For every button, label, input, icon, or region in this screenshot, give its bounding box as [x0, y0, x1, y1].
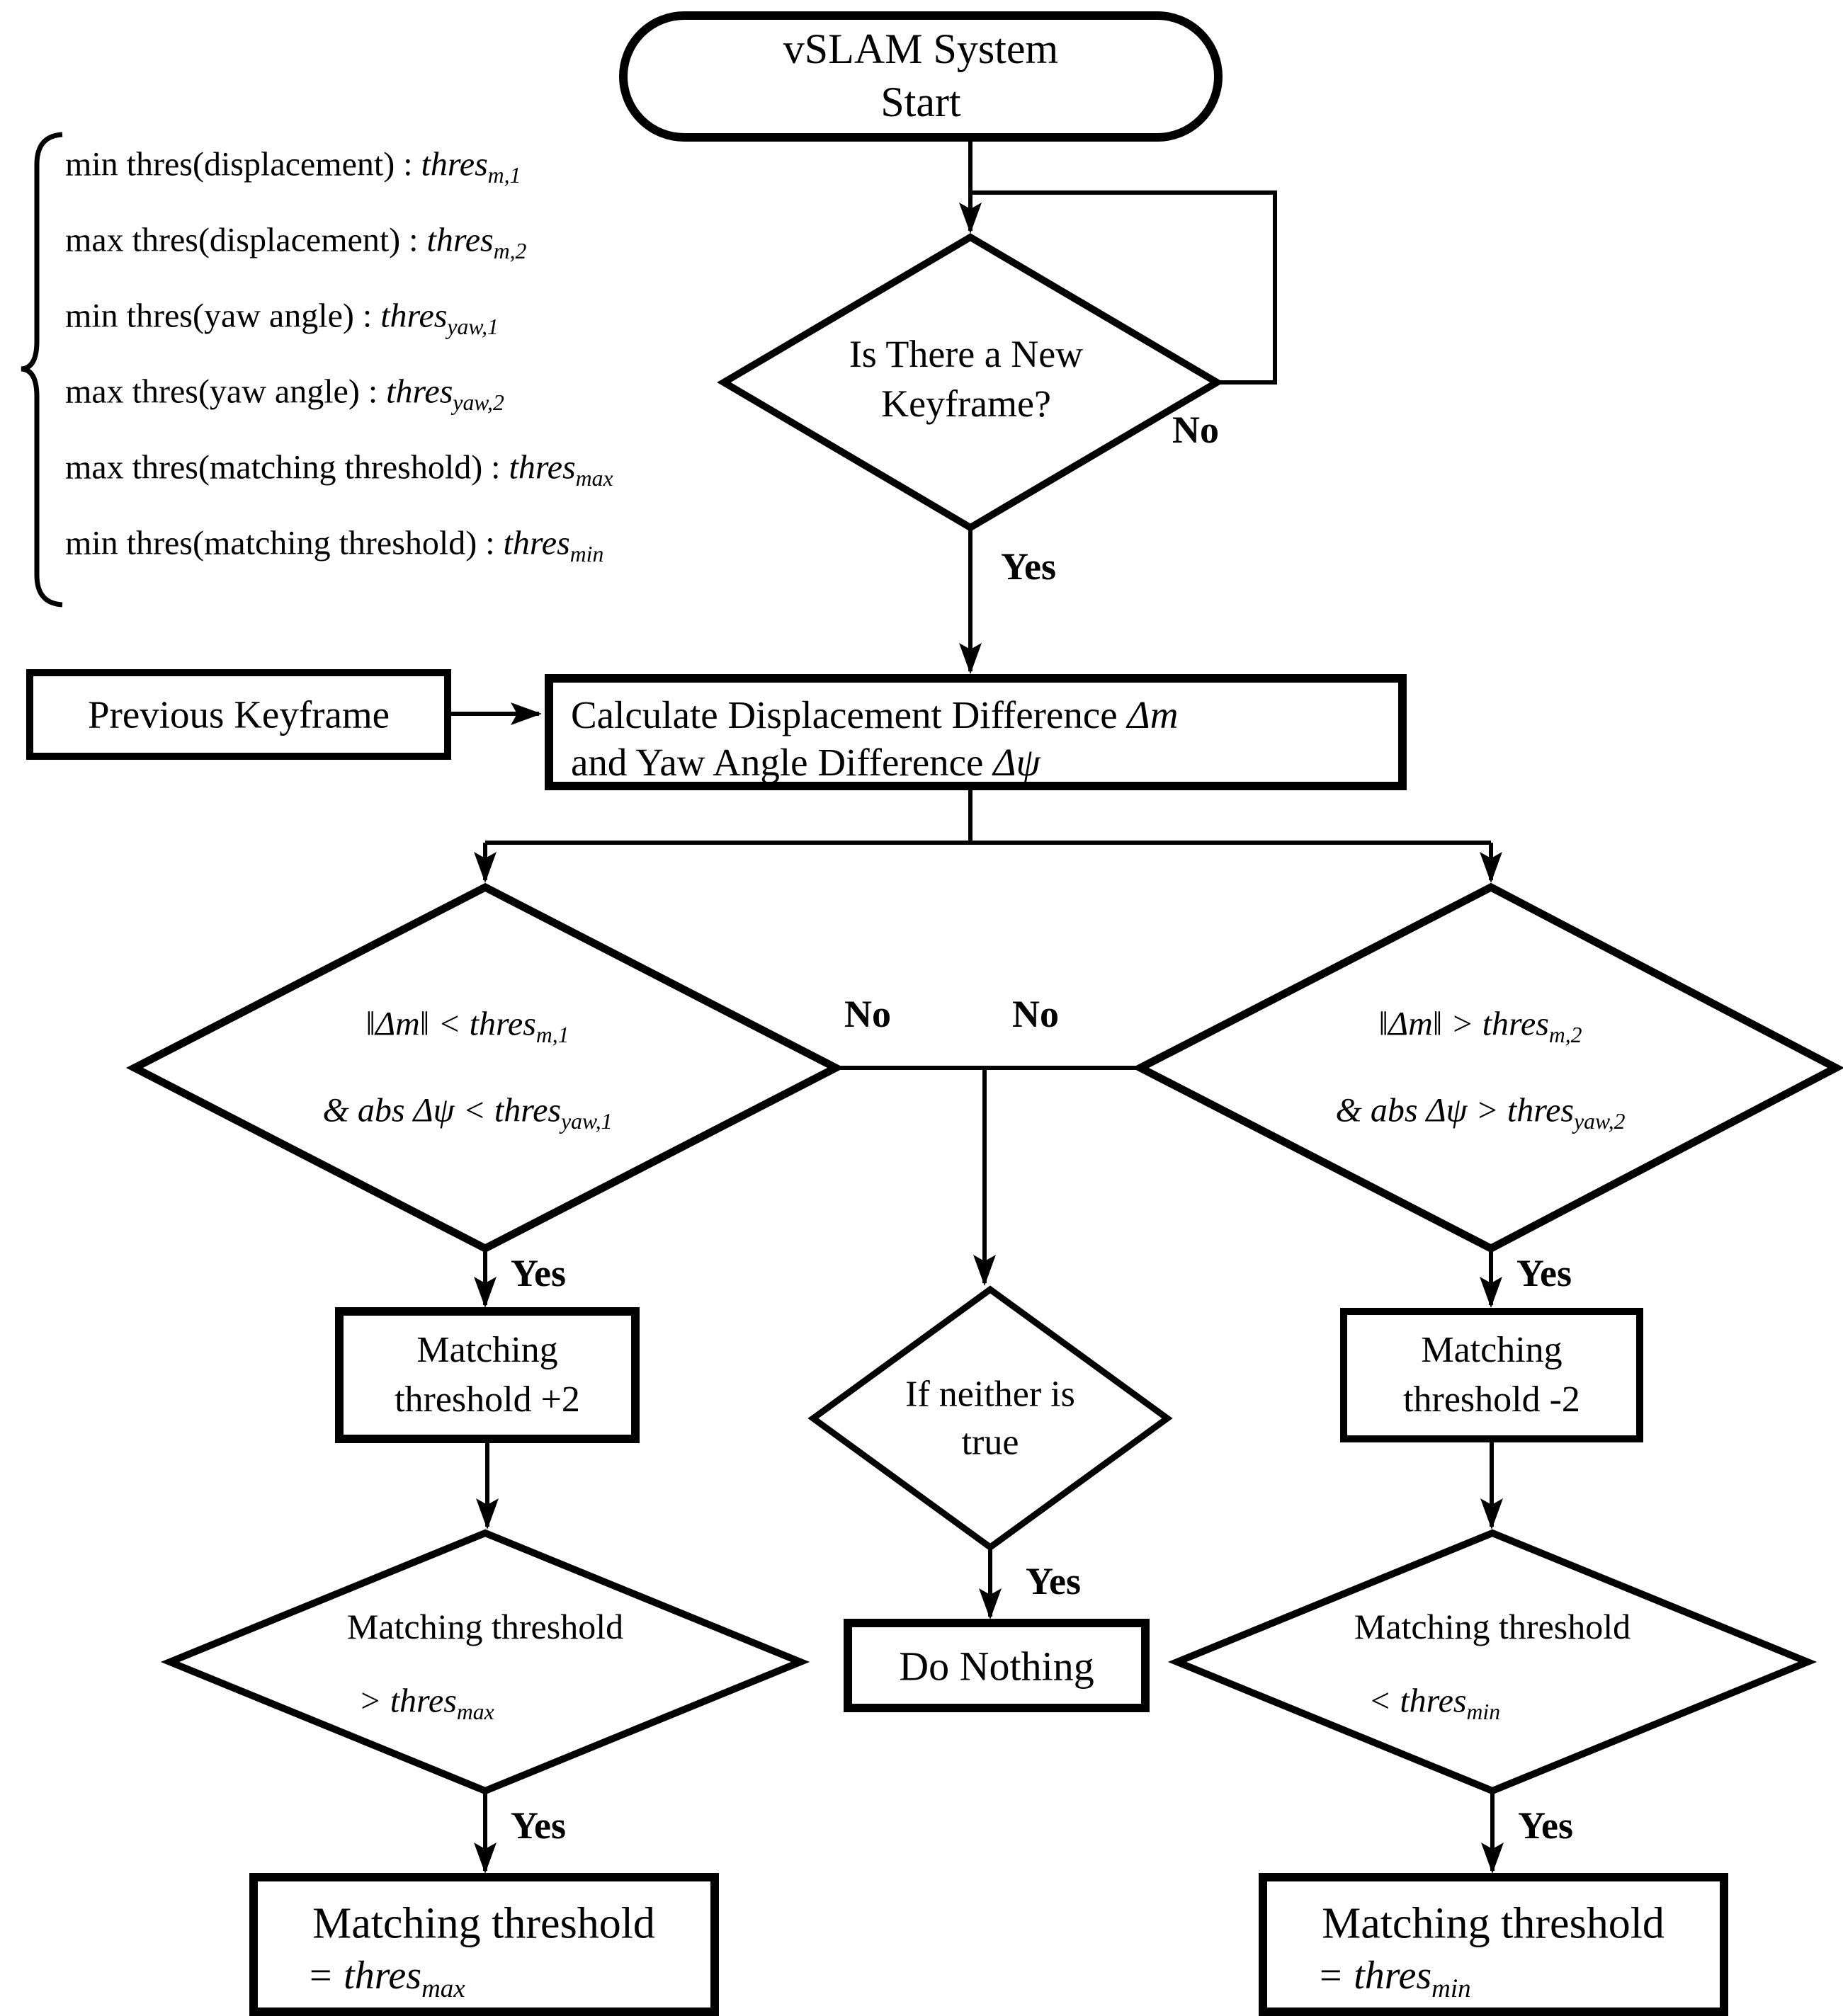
previous-keyframe-shape — [26, 669, 451, 760]
yes-label-keyframe: Yes — [1001, 545, 1056, 588]
keyframe-decision-line2: Keyframe? — [881, 382, 1051, 425]
check-min-line1: Matching threshold — [1354, 1607, 1631, 1646]
no-label-keyframe: No — [1172, 409, 1219, 451]
param-max-thres-yaw: max thres(yaw angle) : thresyaw,2 — [65, 372, 504, 416]
decrease-threshold-line1: Matching — [1421, 1329, 1563, 1370]
cond-above-max-shape — [1131, 882, 1843, 1253]
yes-label-checkmax: Yes — [511, 1804, 566, 1847]
cond-above-max-line2: & abs Δψ > thresyaw,2 — [1335, 1092, 1626, 1134]
neither-true: If neither is true — [905, 1370, 1075, 1466]
clamp-max-shape — [249, 1873, 719, 2016]
decrease-threshold-line2: threshold -2 — [1403, 1379, 1580, 1420]
start-line1: vSLAM System — [783, 25, 1059, 72]
calculate-line2: and Yaw Angle Difference Δψ — [571, 741, 1040, 785]
check-max-line1: Matching threshold — [346, 1607, 624, 1646]
do-nothing-shape — [844, 1619, 1150, 1712]
cond-above-max-line1: ‖Δm‖ > thresm,2 — [1378, 1005, 1582, 1048]
yes-label-cond-right: Yes — [1516, 1252, 1572, 1294]
check-min-shape — [1167, 1529, 1818, 1795]
param-max-thres-displacement: max thres(displacement) : thresm,2 — [65, 221, 527, 264]
no-label-cond-right: No — [1012, 993, 1059, 1035]
decrease-threshold-shape — [1340, 1308, 1643, 1442]
param-min-thres-yaw: min thres(yaw angle) : thresyaw,1 — [65, 297, 499, 340]
param-min-thres-displacement: min thres(displacement) : thresm,1 — [65, 145, 521, 188]
cond-below-min-shape — [125, 882, 845, 1253]
cond-below-min-line1: ‖Δm‖ < thresm,1 — [365, 1005, 569, 1048]
neither-true-line1: If neither is — [905, 1374, 1075, 1415]
increase-threshold-shape — [335, 1307, 640, 1443]
start-terminator-shape — [619, 11, 1223, 142]
cond-below-min-line2: & abs Δψ < thresyaw,1 — [322, 1092, 613, 1134]
keyframe-decision-shape — [717, 233, 1224, 532]
yes-label-checkmin: Yes — [1518, 1804, 1573, 1847]
calculate-line1: Calculate Displacement Difference Δm — [571, 693, 1179, 736]
param-max-thres-matching: max thres(matching threshold) : thresmax — [65, 448, 613, 491]
no-label-cond-left: No — [844, 993, 891, 1035]
clamp-max-line1: Matching threshold — [312, 1899, 655, 1948]
clamp-min-line2: = thresmin — [1317, 1954, 1471, 2003]
check-max-shape — [160, 1529, 810, 1795]
edge-split — [485, 786, 1491, 845]
yes-label-cond-left: Yes — [511, 1252, 566, 1294]
increase-threshold: Matching threshold +2 — [395, 1326, 580, 1425]
clamp-max-line2: = thresmax — [307, 1954, 465, 2003]
decrease-threshold: Matching threshold -2 — [1403, 1326, 1580, 1425]
check-min-line2: < thresmin — [1368, 1682, 1501, 1725]
cond-above-max: ‖Δm‖ > thresm,2 & abs Δψ > thresyaw,2 — [1335, 981, 1625, 1155]
param-min-thres-matching: min thres(matching threshold) : thresmin — [65, 524, 604, 567]
cond-below-min: ‖Δm‖ < thresm,1 & abs Δψ < thresyaw,1 — [322, 981, 612, 1155]
neither-true-line2: true — [961, 1422, 1019, 1462]
previous-keyframe: Previous Keyframe — [87, 693, 390, 736]
do-nothing: Do Nothing — [899, 1643, 1094, 1690]
params-brace — [21, 132, 63, 608]
clamp-min-line1: Matching threshold — [1322, 1899, 1665, 1948]
calculate-process: Calculate Displacement Difference Δm and… — [571, 691, 1178, 786]
increase-threshold-line1: Matching — [416, 1329, 558, 1370]
calculate-process-shape — [545, 674, 1407, 790]
start-terminator: vSLAM System Start — [783, 23, 1058, 129]
edge-no-loop — [972, 190, 1277, 385]
start-line2: Start — [880, 79, 961, 125]
clamp-min-shape — [1259, 1873, 1728, 2016]
increase-threshold-line2: threshold +2 — [395, 1379, 580, 1420]
check-max-line2: > thresmax — [358, 1682, 494, 1725]
neither-true-shape — [807, 1285, 1173, 1551]
yes-label-neither: Yes — [1026, 1560, 1081, 1602]
keyframe-decision-line1: Is There a New — [849, 332, 1084, 375]
keyframe-decision: Is There a New Keyframe? — [849, 329, 1083, 428]
